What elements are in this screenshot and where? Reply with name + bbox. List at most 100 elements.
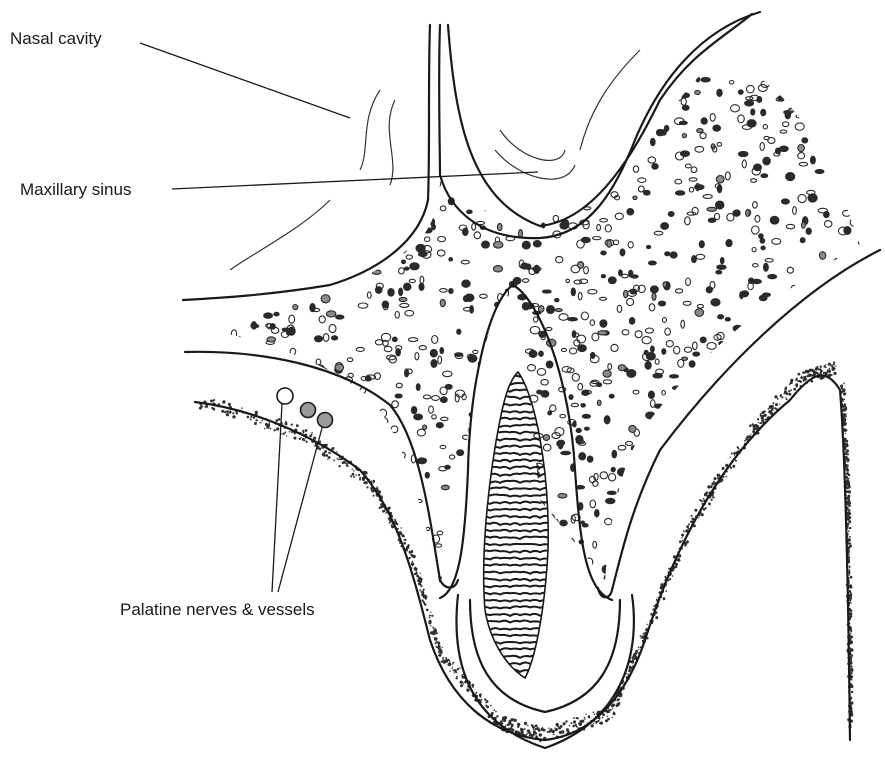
bone-trabecula <box>659 484 665 492</box>
bone-trabecula <box>746 97 753 100</box>
bone-trabecula <box>431 360 437 368</box>
bone-trabecula <box>789 521 794 525</box>
bone-trabecula <box>505 55 513 58</box>
mucosa-dot <box>527 729 530 732</box>
bone-trabecula <box>629 425 636 432</box>
mucosa-dot <box>846 487 849 490</box>
bone-trabecula <box>419 57 428 64</box>
mucosa-dot <box>475 692 477 694</box>
bone-trabecula <box>415 353 419 360</box>
bone-trabecula <box>651 578 659 583</box>
mucosa-dot <box>412 561 413 562</box>
bone-trabecula <box>476 124 480 129</box>
mucosa-dot <box>779 404 780 405</box>
bone-trabecula <box>743 488 752 495</box>
bone-trabecula <box>710 114 715 122</box>
bone-trabecula <box>577 107 582 111</box>
mucosa-dot <box>701 513 704 516</box>
bone-trabecula <box>652 579 660 586</box>
bone-trabecula <box>741 291 748 297</box>
bone-trabecula <box>263 265 269 272</box>
bone-trabecula <box>534 317 538 322</box>
mucosa-dot <box>756 426 759 429</box>
mucosa-dot <box>850 672 852 674</box>
mucosa-dot <box>259 422 260 423</box>
bone-trabecula <box>746 210 750 217</box>
mucosa-dot <box>846 478 847 479</box>
bone-trabecula <box>625 569 633 575</box>
bone-trabecula <box>752 226 760 234</box>
bone-trabecula <box>196 136 206 140</box>
mucosa-dot <box>794 388 796 390</box>
mucosa-dot <box>845 408 847 410</box>
bone-trabecula <box>399 288 403 296</box>
pulp-hatch-line <box>470 642 570 644</box>
mucosa-dot <box>352 473 355 476</box>
mucosa-dot <box>796 385 798 387</box>
bone-trabecula <box>357 119 366 125</box>
bone-trabecula <box>793 207 797 215</box>
bone-trabecula <box>219 262 223 269</box>
mucosa-dot <box>846 472 848 474</box>
bone-trabecula <box>361 81 365 89</box>
bone-trabecula <box>497 223 502 230</box>
pulp-hatch-line <box>470 663 570 665</box>
bone-trabecula <box>367 131 374 135</box>
mucosa-dot <box>800 376 803 379</box>
mucosa-dot <box>847 482 850 485</box>
bone-trabecula <box>827 349 836 357</box>
bone-trabecula <box>402 128 410 132</box>
bone-trabecula <box>590 170 596 175</box>
bone-trabecula <box>543 435 549 441</box>
bone-trabecula <box>658 420 665 425</box>
bone-trabecula <box>453 62 458 66</box>
bone-trabecula <box>250 257 254 263</box>
bone-trabecula <box>271 302 276 307</box>
mucosa-dot <box>377 486 378 487</box>
mucosa-dot <box>770 405 771 406</box>
mucosa-dot <box>761 419 764 422</box>
bone-trabecula <box>538 306 544 312</box>
mucosa-dot <box>849 569 851 571</box>
mucosa-dot <box>346 464 349 467</box>
bone-trabecula <box>748 470 755 478</box>
bone-trabecula <box>566 279 570 282</box>
bone-trabecula <box>523 279 529 283</box>
bone-trabecula <box>315 399 321 403</box>
mucosa-dot <box>820 366 822 368</box>
bone-trabecula <box>402 260 406 264</box>
bone-trabecula <box>259 169 265 175</box>
mucosa-dot <box>851 679 853 681</box>
mucosa-dot <box>612 717 613 718</box>
mucosa-dot <box>353 476 355 478</box>
bone-trabecula <box>463 435 469 439</box>
mucosa-dot <box>485 705 487 707</box>
mucosa-dot <box>484 698 486 700</box>
bone-trabecula <box>395 394 402 398</box>
bone-trabecula <box>544 165 552 171</box>
mucosa-dot <box>302 431 304 433</box>
bone-trabecula <box>608 364 612 370</box>
bone-trabecula <box>555 428 564 436</box>
bone-trabecula <box>211 281 217 289</box>
bone-trabecula <box>753 529 760 536</box>
bone-trabecula <box>603 380 611 384</box>
mucosa-dot <box>409 557 411 559</box>
palatine-vessel-2 <box>318 413 333 428</box>
bone-trabecula <box>384 346 392 351</box>
bone-trabecula <box>752 248 756 252</box>
bone-trabecula <box>677 93 683 101</box>
bone-trabecula <box>813 402 819 407</box>
bone-trabecula <box>584 267 589 274</box>
bone-trabecula <box>788 299 792 305</box>
bone-trabecula <box>717 185 721 193</box>
bone-trabecula <box>490 349 496 354</box>
bone-trabecula <box>738 115 745 123</box>
bone-trabecula <box>242 572 246 577</box>
mucosa-dot <box>417 580 419 582</box>
bone-trabecula <box>655 478 659 484</box>
bone-trabecula <box>802 503 811 511</box>
mucosa-dot <box>811 381 813 383</box>
bone-trabecula <box>315 336 323 342</box>
bone-trabecula <box>387 355 396 360</box>
